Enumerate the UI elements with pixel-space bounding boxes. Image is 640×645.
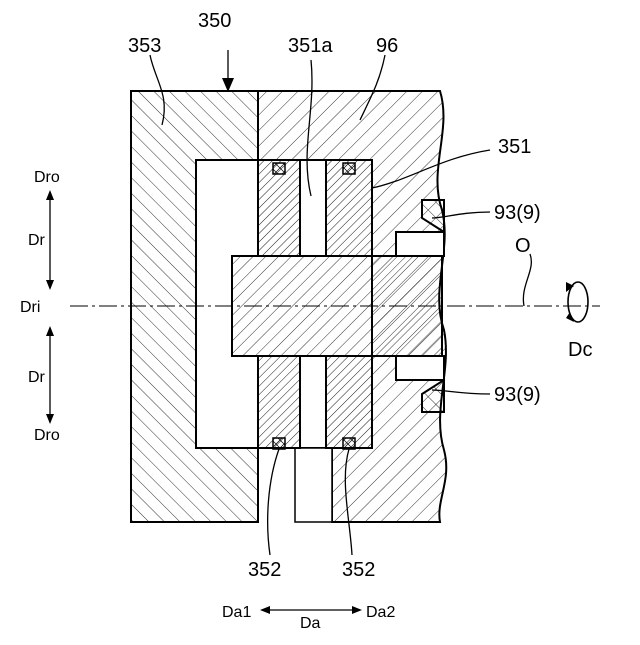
arrow-350-icon: [222, 78, 234, 92]
label-96: 96: [376, 35, 398, 57]
label-351a: 351a: [288, 35, 333, 57]
drain-channel: [295, 448, 332, 522]
label-Dr-top: Dr: [28, 232, 46, 249]
label-Dro-bottom: Dro: [34, 427, 60, 444]
lower-sleeve: [396, 356, 444, 380]
label-Da2: Da2: [366, 604, 395, 621]
label-Da1: Da1: [222, 604, 251, 621]
label-Dr-bottom: Dr: [28, 369, 46, 386]
label-Da: Da: [300, 615, 321, 632]
label-350: 350: [198, 10, 231, 32]
rotation-arrow-icon: [566, 282, 588, 322]
label-93-lower: 93(9): [494, 384, 541, 406]
label-Dro-top: Dro: [34, 169, 60, 186]
direction-arrows-axial: [260, 606, 362, 614]
label-352-right: 352: [342, 559, 375, 581]
label-axis-O: O: [515, 235, 531, 257]
label-351: 351: [498, 136, 531, 158]
label-Dri: Dri: [20, 299, 40, 316]
label-Dc: Dc: [568, 339, 592, 361]
label-352-left: 352: [248, 559, 281, 581]
upper-sleeve: [396, 232, 444, 256]
direction-arrows-radial: [46, 190, 54, 424]
label-93-upper: 93(9): [494, 202, 541, 224]
label-353: 353: [128, 35, 161, 57]
